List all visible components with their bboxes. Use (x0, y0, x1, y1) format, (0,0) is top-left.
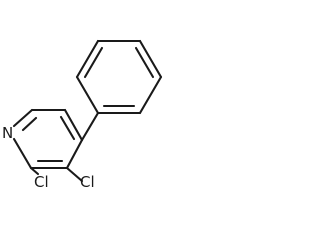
bond-c3-c4 (65, 138, 84, 170)
bond-n1-c2 (12, 137, 33, 170)
bond-p3-p4-inner (134, 46, 155, 79)
atom-label-chlorine-3: Cl (80, 173, 95, 191)
atom-label-chlorine-2: Cl (34, 173, 49, 191)
bond-c6-n1 (12, 108, 34, 128)
bond-p5-p6-inner (83, 46, 104, 79)
bond-p6-p1 (75, 75, 100, 115)
bond-c2-cl (29, 166, 40, 176)
atom-label-nitrogen: N (2, 124, 13, 142)
phenyl-ring (75, 39, 163, 115)
bond-p3-p4 (138, 39, 163, 79)
bond-c3-cl (65, 166, 84, 183)
bond-p5-p6 (75, 39, 100, 79)
molecule-structure: N Cl Cl (2, 39, 163, 191)
atom-labels: N Cl Cl (2, 124, 95, 191)
substituent-bonds (29, 111, 100, 183)
pyridine-ring (12, 108, 84, 170)
bond-c4-c5 (63, 108, 84, 142)
bond-c4-phenyl (80, 111, 100, 142)
bond-c4-c5-inner (59, 115, 76, 141)
bond-c6-n1-inner (21, 116, 38, 132)
bond-p2-p3 (138, 75, 163, 115)
